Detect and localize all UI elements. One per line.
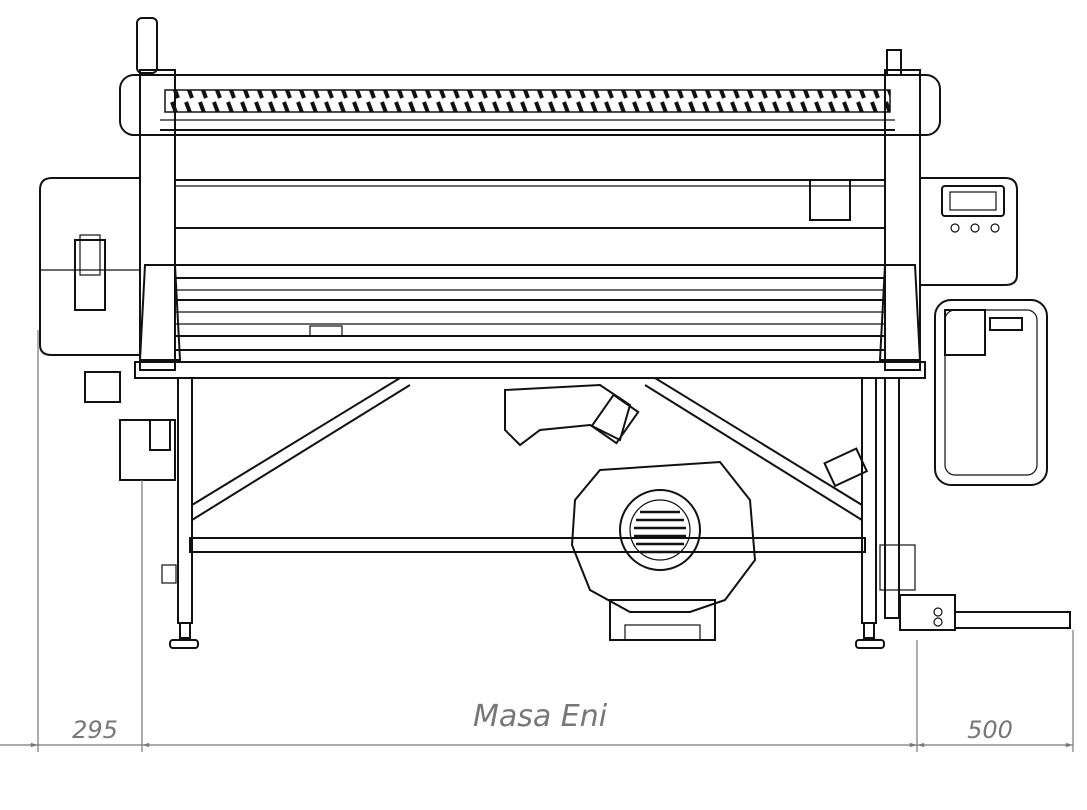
control-screen bbox=[941, 185, 1005, 217]
foot-pedal bbox=[899, 594, 1071, 631]
dimensions: 295 Masa Eni 500 bbox=[0, 330, 1074, 752]
right-handle-frame bbox=[934, 299, 1048, 486]
dimension-right-offset: 500 bbox=[967, 716, 1013, 744]
dimension-left-offset: 295 bbox=[72, 716, 118, 744]
right-control-box bbox=[920, 177, 1018, 286]
dimension-table-width: Masa Eni bbox=[473, 699, 608, 734]
top-roller-assembly bbox=[119, 17, 941, 136]
table-legs bbox=[161, 377, 916, 649]
side-frames bbox=[138, 69, 922, 371]
left-control-box bbox=[39, 177, 176, 481]
table-top bbox=[134, 361, 926, 379]
rails bbox=[175, 179, 885, 351]
blower-fan bbox=[504, 383, 869, 641]
